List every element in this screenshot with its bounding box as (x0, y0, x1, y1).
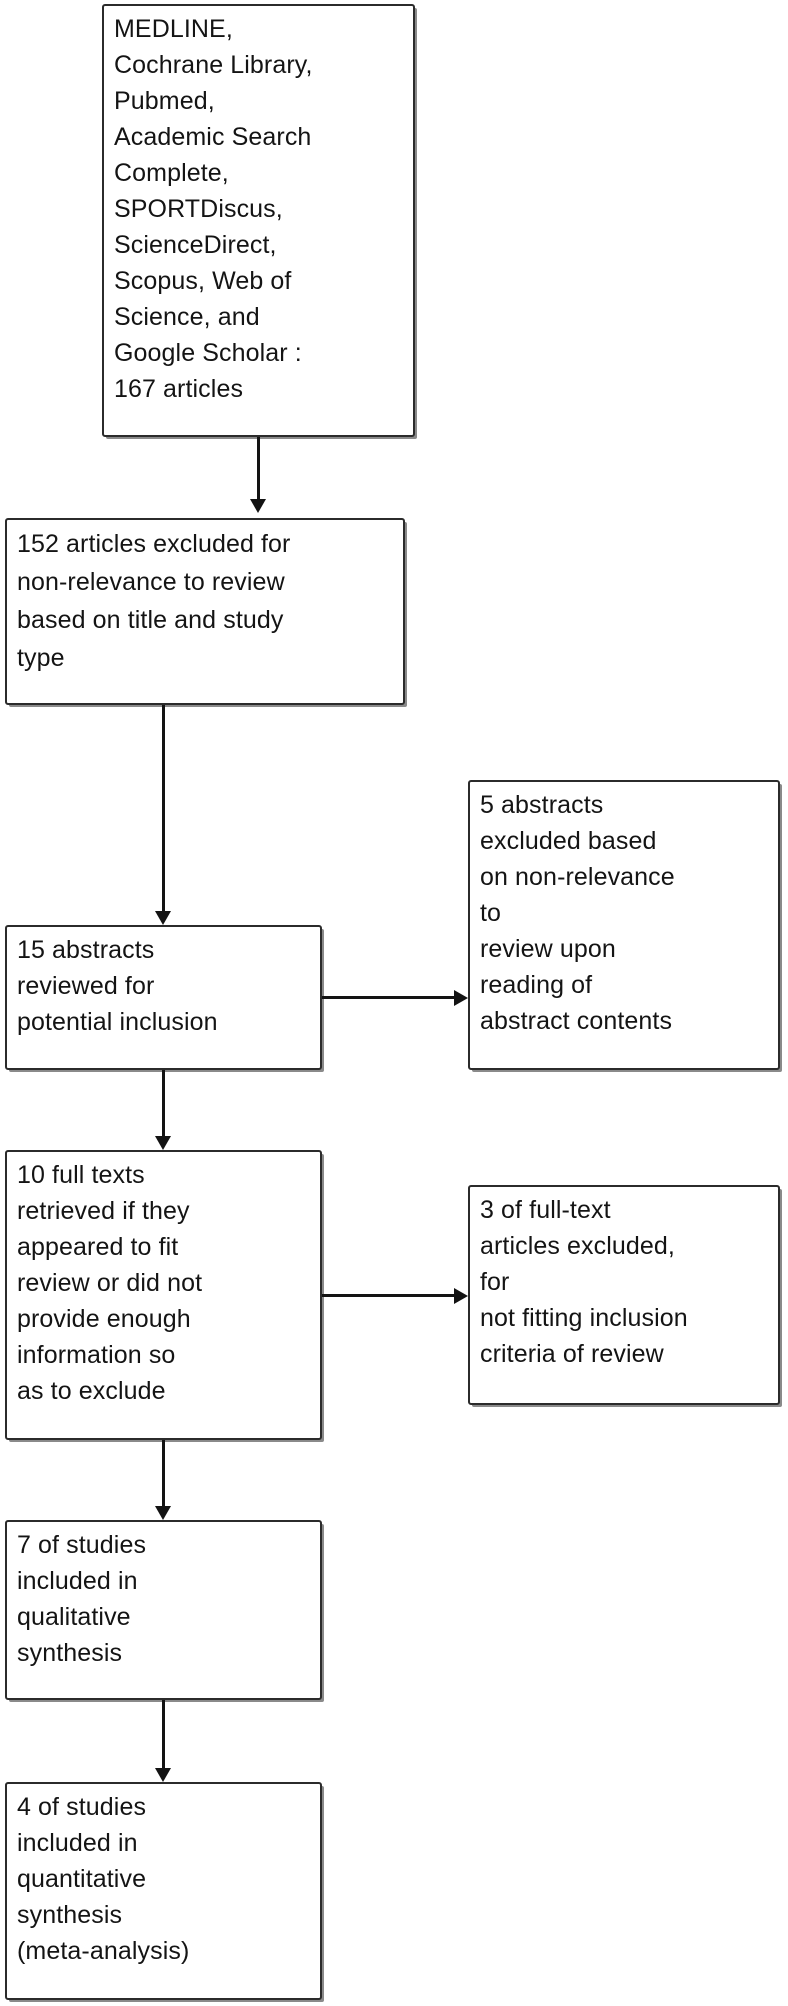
connector-qualitative-to-quantitative (162, 1700, 165, 1768)
connector-full-texts-to-excluded (322, 1294, 456, 1297)
arrowhead-qualitative-to-quantitative (155, 1768, 171, 1782)
qualitative-synthesis-box[interactable]: 7 of studies included in qualitative syn… (5, 1520, 322, 1700)
connector-abstracts-to-full-texts (162, 1070, 165, 1136)
databases-searched-box[interactable]: MEDLINE, Cochrane Library, Pubmed, Acade… (102, 4, 415, 437)
arrowhead-full-texts-to-qualitative (155, 1506, 171, 1520)
abstracts-reviewed-box[interactable]: 15 abstracts reviewed for potential incl… (5, 925, 322, 1070)
abstracts-excluded-text: 5 abstracts excluded based on non-releva… (480, 791, 675, 1035)
qualitative-synthesis-text: 7 of studies included in qualitative syn… (17, 1531, 147, 1667)
full-texts-excluded-box[interactable]: 3 of full-text articles excluded, for no… (468, 1185, 780, 1405)
excluded-by-title-box[interactable]: 152 articles excluded for non-relevance … (5, 518, 405, 705)
full-texts-excluded-text: 3 of full-text articles excluded, for no… (480, 1196, 688, 1368)
abstracts-reviewed-text: 15 abstracts reviewed for potential incl… (17, 936, 218, 1036)
full-texts-retrieved-box[interactable]: 10 full texts retrieved if they appeared… (5, 1150, 322, 1440)
connector-sources-to-excluded-title (257, 437, 260, 499)
connector-excluded-title-to-abstracts (162, 705, 165, 911)
full-texts-retrieved-text: 10 full texts retrieved if they appeared… (17, 1161, 203, 1405)
databases-searched-text: MEDLINE, Cochrane Library, Pubmed, Acade… (114, 15, 313, 403)
abstracts-excluded-box[interactable]: 5 abstracts excluded based on non-releva… (468, 780, 780, 1070)
connector-abstracts-to-abstracts-excluded (322, 996, 456, 999)
arrowhead-sources-to-excluded-title (250, 499, 266, 513)
arrowhead-excluded-title-to-abstracts (155, 911, 171, 925)
excluded-by-title-text: 152 articles excluded for non-relevance … (17, 530, 291, 672)
quantitative-synthesis-text: 4 of studies included in quantitative sy… (17, 1793, 190, 1965)
quantitative-synthesis-box[interactable]: 4 of studies included in quantitative sy… (5, 1782, 322, 2000)
connector-full-texts-to-qualitative (162, 1440, 165, 1506)
arrowhead-abstracts-to-abstracts-excluded (454, 990, 468, 1006)
arrowhead-abstracts-to-full-texts (155, 1136, 171, 1150)
arrowhead-full-texts-to-excluded (454, 1288, 468, 1304)
